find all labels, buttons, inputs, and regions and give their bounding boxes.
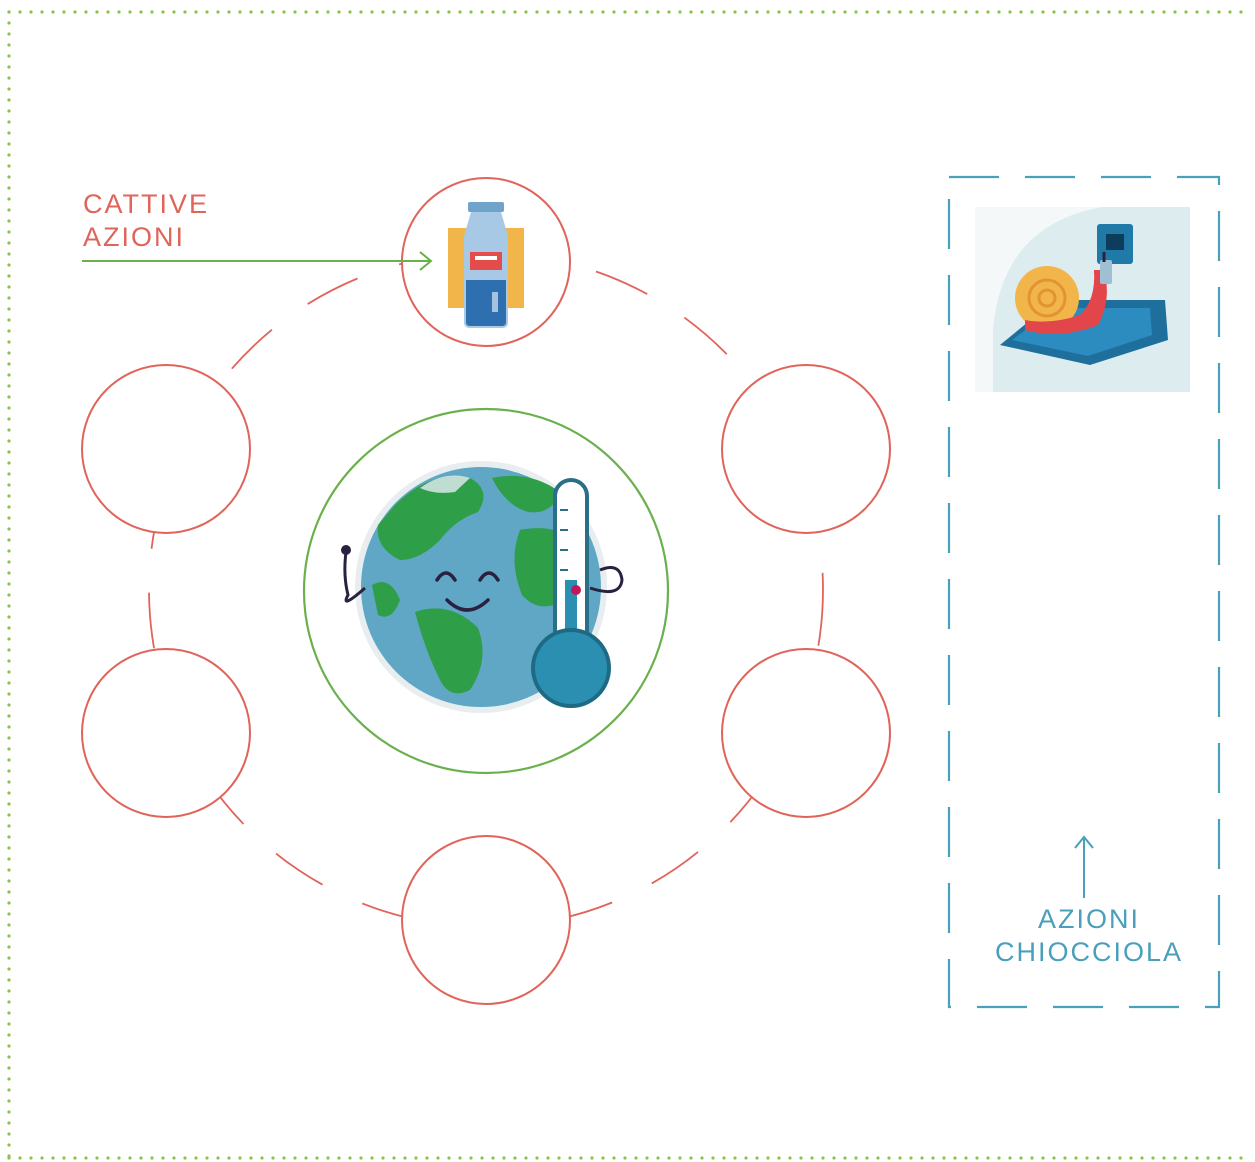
dotted-page-border bbox=[7, 10, 1252, 1160]
snail-actions-box[interactable] bbox=[947, 175, 1221, 1009]
bad-actions-arrow bbox=[82, 251, 433, 271]
bad-actions-label-line1: CATTIVE bbox=[83, 189, 210, 219]
bad-action-slot-lower-left[interactable] bbox=[81, 648, 251, 818]
snail-actions-label: AZIONI CHIOCCIOLA bbox=[988, 903, 1190, 969]
bad-actions-label: CATTIVE AZIONI bbox=[83, 188, 209, 254]
snail-plug-icon bbox=[975, 207, 1190, 392]
bad-action-slot-upper-left[interactable] bbox=[81, 364, 251, 534]
snail-actions-label-line2: CHIOCCIOLA bbox=[994, 937, 1184, 967]
snail-actions-label-line1: AZIONI bbox=[1037, 904, 1140, 934]
bad-action-slot-bottom[interactable] bbox=[401, 835, 571, 1005]
snail-actions-arrow bbox=[1074, 835, 1094, 898]
bad-actions-label-line2: AZIONI bbox=[83, 222, 186, 252]
plastic-bottle-icon bbox=[448, 202, 524, 328]
bad-action-slots bbox=[81, 177, 891, 1005]
bad-action-slot-lower-right[interactable] bbox=[721, 648, 891, 818]
bad-action-slot-upper-right[interactable] bbox=[721, 364, 891, 534]
earth-with-thermometer-icon bbox=[341, 461, 624, 713]
